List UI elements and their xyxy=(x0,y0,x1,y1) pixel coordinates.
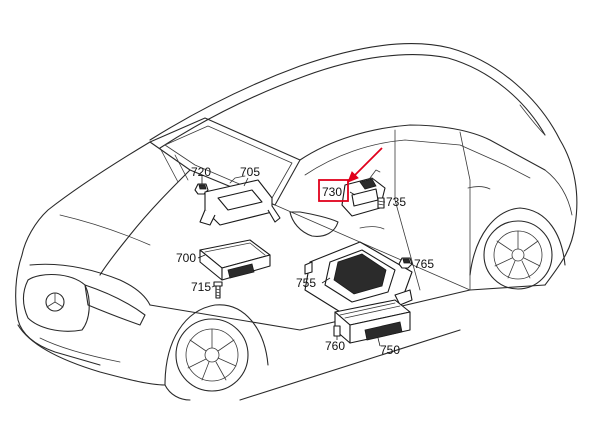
part-765-nut xyxy=(398,257,413,269)
callout-715: 715 xyxy=(191,280,211,294)
callout-765: 765 xyxy=(414,257,434,271)
callout-750: 750 xyxy=(380,343,400,357)
part-755-tray xyxy=(304,241,413,319)
callout-755: 755 xyxy=(296,276,316,290)
part-700-control-unit xyxy=(199,239,271,281)
part-760-screw xyxy=(333,325,341,337)
part-730-sensor xyxy=(341,169,386,217)
callout-730: 730 xyxy=(322,185,342,199)
part-705-bracket xyxy=(199,175,281,226)
callout-720: 720 xyxy=(191,165,211,179)
highlight-arrow-shaft xyxy=(351,147,383,179)
callout-760: 760 xyxy=(325,339,345,353)
callout-700: 700 xyxy=(176,251,196,265)
part-750-control-unit xyxy=(334,299,411,344)
highlight-box xyxy=(318,179,349,202)
part-720-nut xyxy=(194,183,209,195)
car-outline xyxy=(15,42,578,401)
part-715-screw xyxy=(213,281,223,299)
highlight-arrow-head xyxy=(347,171,359,183)
leader-lines xyxy=(197,176,413,347)
callout-705: 705 xyxy=(240,165,260,179)
callout-labels: 720 705 700 715 730 735 755 765 760 750 xyxy=(176,165,434,357)
part-735-screw xyxy=(377,197,385,209)
callout-735: 735 xyxy=(386,195,406,209)
highlight-group xyxy=(318,147,383,202)
